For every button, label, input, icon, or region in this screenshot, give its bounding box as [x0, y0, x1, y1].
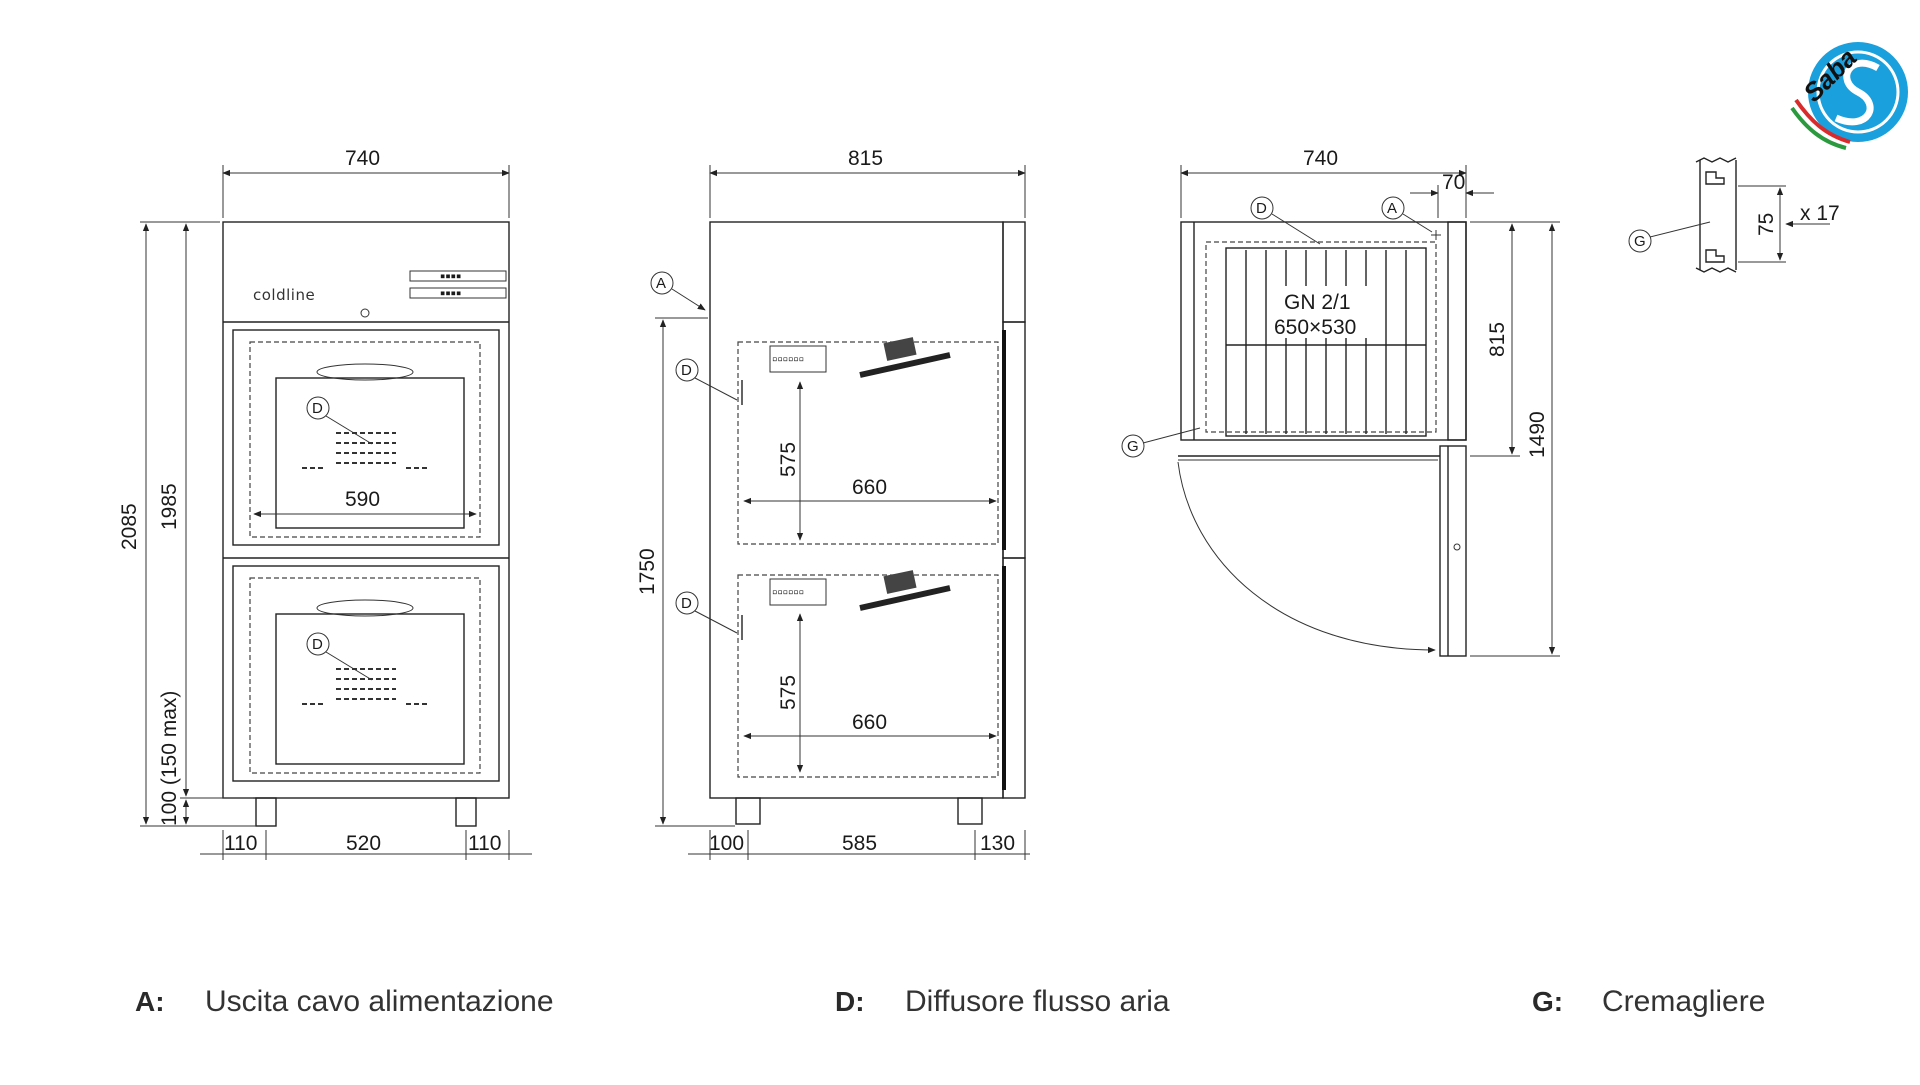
side-upper-fan — [859, 337, 951, 378]
legend-key-a: A: — [135, 986, 165, 1017]
brand-label: coldline — [253, 286, 315, 304]
top-offset-label: 70 — [1442, 171, 1465, 194]
rack-count-label: x 17 — [1800, 202, 1840, 225]
front-width-label: 740 — [345, 147, 380, 170]
legend-item-g: G: Cremagliere — [1532, 985, 1765, 1019]
front-bottom-center-label: 520 — [346, 832, 381, 855]
side-lower-fan — [859, 570, 951, 611]
legend-desc-d: Diffusore flusso aria — [905, 985, 1170, 1018]
top-width-label: 740 — [1303, 147, 1338, 170]
side-callout-d-lower: D — [681, 595, 692, 612]
legend-key-d: D: — [835, 986, 865, 1017]
top-open-depth-label: 1490 — [1526, 411, 1549, 458]
svg-text:▪▪▪▪: ▪▪▪▪ — [440, 268, 461, 285]
front-upper-grille — [302, 432, 430, 469]
front-callout-d-upper: D — [312, 400, 323, 417]
side-lower-shelf-depth: 660 — [852, 711, 887, 734]
front-body-height-label: 1985 — [158, 483, 181, 530]
front-total-height-label: 2085 — [118, 503, 141, 550]
side-bottom-right-label: 130 — [980, 832, 1015, 855]
legend-item-d: D: Diffusore flusso aria — [835, 985, 1170, 1019]
front-feet-height-label: 100 (150 max) — [158, 691, 181, 826]
legend-item-a: A: Uscita cavo alimentazione — [135, 985, 554, 1019]
rack-pitch-label: 75 — [1755, 213, 1778, 236]
side-upper-shelf-depth: 660 — [852, 476, 887, 499]
top-view: GN 2/1 650×530 D A G 740 70 815 — [1121, 147, 1560, 657]
legend-desc-a: Uscita cavo alimentazione — [205, 985, 554, 1018]
legend-key-g: G: — [1532, 986, 1564, 1017]
side-callout-d-upper: D — [681, 362, 692, 379]
svg-text:▪▪▪▪: ▪▪▪▪ — [440, 285, 461, 302]
front-inner-width-label: 590 — [345, 488, 380, 511]
top-callout-a: A — [1387, 200, 1397, 217]
svg-text:▫▫▫▫▫▫: ▫▫▫▫▫▫ — [772, 584, 804, 601]
top-callout-d: D — [1256, 200, 1267, 217]
top-depth-label: 815 — [1486, 322, 1509, 357]
front-callout-d-lower: D — [312, 636, 323, 653]
side-view: ▫▫▫▫▫▫ ▫▫▫▫▫▫ 575 660 575 660 A D — [636, 147, 1030, 860]
gn-size: 650×530 — [1274, 316, 1356, 339]
side-lower-shelf-height: 575 — [777, 675, 800, 710]
side-upper-shelf-height: 575 — [777, 442, 800, 477]
svg-text:▫▫▫▫▫▫: ▫▫▫▫▫▫ — [772, 351, 804, 368]
side-bottom-center-label: 585 — [842, 832, 877, 855]
side-callout-a: A — [656, 275, 666, 292]
saba-logo: Saba — [1790, 42, 1908, 150]
front-bottom-left-label: 110 — [224, 832, 257, 855]
front-lower-grille — [302, 668, 430, 705]
front-view: ▪▪▪▪ ▪▪▪▪ coldline D D — [118, 147, 532, 860]
side-bottom-left-label: 100 — [709, 832, 744, 855]
gn-rack — [1225, 247, 1427, 437]
rack-callout-g: G — [1634, 233, 1646, 250]
side-height-label: 1750 — [636, 548, 659, 595]
front-bottom-right-label: 110 — [468, 832, 501, 855]
top-callout-g: G — [1127, 438, 1139, 455]
legend-desc-g: Cremagliere — [1602, 985, 1766, 1018]
rack-detail: 75 x 17 G — [1628, 157, 1840, 273]
gn-label: GN 2/1 — [1284, 291, 1351, 314]
side-width-label: 815 — [848, 147, 883, 170]
